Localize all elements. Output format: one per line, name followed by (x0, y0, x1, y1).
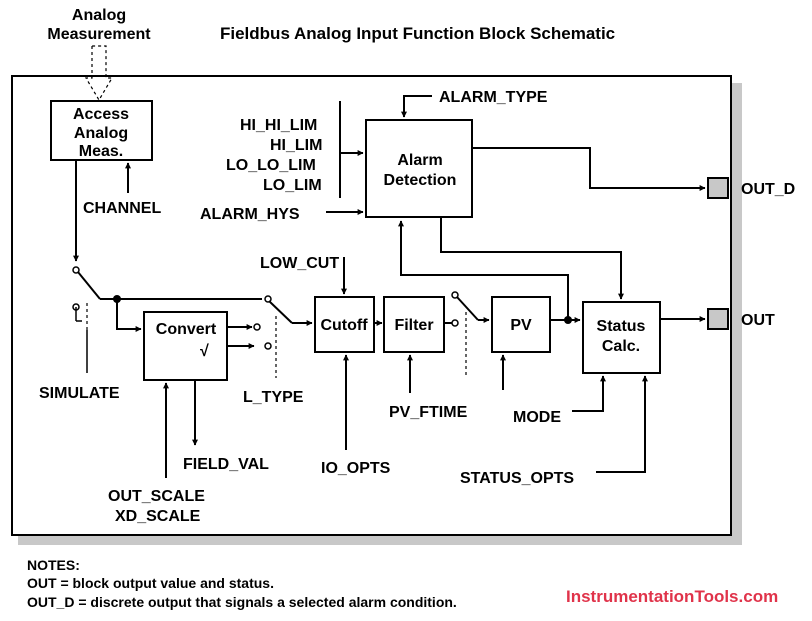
pv-ftime-label: PV_FTIME (389, 404, 468, 421)
notes-heading: NOTES: (27, 557, 80, 573)
access-line3: Meas. (79, 143, 123, 160)
out-scale-label: OUT_SCALE (108, 488, 205, 505)
pv-switch-arm (456, 296, 479, 321)
status-opts-label: STATUS_OPTS (460, 470, 574, 487)
pv-to-alarm (398, 220, 569, 320)
ltype-sqrt-contact (264, 342, 272, 350)
pv-block (491, 296, 551, 353)
mode-label: MODE (513, 409, 561, 426)
ltype-switch-arm (268, 300, 293, 324)
access-line1: Access (73, 106, 129, 123)
filter-block (383, 296, 445, 353)
brand-watermark: InstrumentationTools.com (566, 587, 778, 606)
alarm-type-arrow (401, 95, 432, 118)
convert-label: Convert (156, 321, 217, 338)
status-opts-arrow (596, 375, 648, 473)
simulate-contact-top (72, 266, 80, 274)
filter-label: Filter (394, 317, 433, 334)
access-line2: Analog (74, 125, 128, 142)
xd-scale-label: XD_SCALE (115, 508, 201, 525)
alarm-type-label: ALARM_TYPE (439, 89, 548, 106)
ltype-label: L_TYPE (243, 389, 304, 406)
sqrt-symbol: √ (200, 343, 209, 360)
status-line2: Calc. (602, 338, 640, 355)
alarm-line2: Detection (384, 172, 457, 189)
alarm-line1: Alarm (397, 152, 442, 169)
field-val-label: FIELD_VAL (183, 456, 269, 473)
low-cut-label: LOW_CUT (260, 255, 339, 272)
cutoff-label: Cutoff (320, 317, 368, 334)
simulate-switch-arm (77, 271, 101, 300)
notes-line2: OUT_D = discrete output that signals a s… (27, 594, 457, 610)
alarm-to-out-d (472, 147, 706, 191)
input-label-line2: Measurement (47, 26, 151, 43)
convert-input-line (116, 299, 142, 332)
status-calc-block (582, 301, 661, 374)
channel-label: CHANNEL (83, 200, 161, 217)
lo-lim-label: LO_LIM (263, 177, 322, 194)
out-terminal (707, 308, 729, 330)
pv-switch-contact-low (451, 319, 459, 327)
ltype-linear-contact (253, 323, 261, 331)
hi-hi-lim-label: HI_HI_LIM (240, 117, 317, 134)
alarm-detection-block (365, 119, 473, 218)
notes-line1: OUT = block output value and status. (27, 575, 274, 591)
access-analog-meas-block (50, 100, 153, 161)
pv-switch-contact-high (451, 291, 459, 299)
input-label-line1: Analog (72, 7, 126, 24)
lo-lo-lim-label: LO_LO_LIM (226, 157, 316, 174)
cutoff-block (314, 296, 375, 353)
hi-lim-label: HI_LIM (270, 137, 322, 154)
alarm-to-status (440, 217, 624, 300)
io-opts-label: IO_OPTS (321, 460, 391, 477)
input-arrow (84, 45, 114, 102)
out-d-label: OUT_D (741, 181, 795, 198)
mode-arrow (572, 375, 606, 412)
alarm-hys-label: ALARM_HYS (200, 206, 300, 223)
out-d-terminal (707, 177, 729, 199)
diagram-title: Fieldbus Analog Input Function Block Sch… (220, 24, 615, 43)
out-label: OUT (741, 312, 775, 329)
simulate-label: SIMULATE (39, 385, 120, 402)
pv-label: PV (510, 317, 532, 334)
status-line1: Status (597, 318, 646, 335)
